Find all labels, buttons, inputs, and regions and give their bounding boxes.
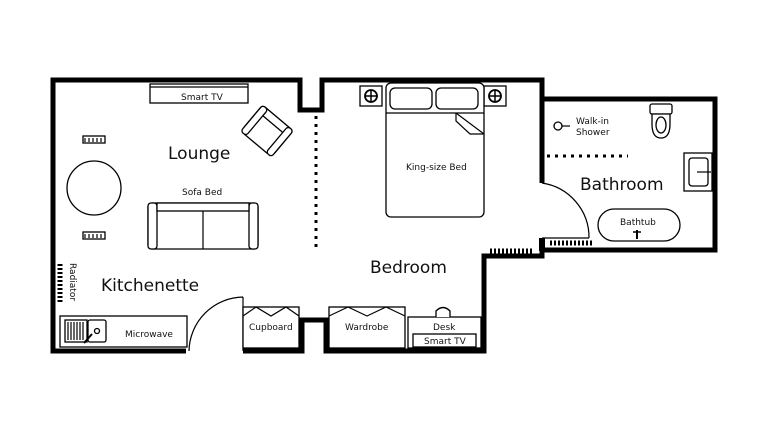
armchair	[241, 105, 293, 157]
shower-head: Walk-in Shower	[553, 117, 610, 138]
kitchen-counter: Microwave	[59, 315, 188, 348]
bathroom-wall-lower	[539, 238, 545, 251]
room-bathroom: Bathroom	[580, 175, 664, 195]
sofa-bed: Sofa Bed	[147, 188, 259, 250]
room-lounge: Lounge	[168, 144, 230, 164]
bathroom-door-swing[interactable]	[541, 182, 590, 239]
room-kitchenette: Kitchenette	[101, 276, 199, 296]
cupboard-label: Cupboard	[249, 323, 293, 333]
microwave-label: Microwave	[125, 330, 173, 340]
desk-label: Desk	[433, 323, 456, 333]
smart-tv-bottom-label: Smart TV	[424, 337, 467, 347]
sink-icon	[683, 152, 713, 192]
room-bedroom: Bedroom	[370, 258, 447, 278]
cupboard: Cupboard	[242, 306, 300, 349]
toilet-icon	[649, 103, 673, 139]
walk-in-shower-label-1: Walk-in	[576, 117, 609, 127]
bathtub: Bathtub	[597, 208, 681, 242]
entrance-door-gap	[186, 346, 243, 356]
king-size-bed: King-size Bed	[385, 82, 485, 218]
wardrobe: Wardrobe	[328, 306, 406, 349]
entrance-door-swing[interactable]	[188, 296, 244, 352]
nightstand-left	[359, 85, 383, 107]
smart-tv-top-label: Smart TV	[181, 93, 224, 103]
dining-table	[66, 135, 122, 240]
bathtub-label: Bathtub	[620, 218, 656, 228]
nightstand-right	[483, 85, 507, 107]
walk-in-shower-label-2: Shower	[576, 128, 610, 138]
smart-tv-top: Smart TV	[149, 83, 249, 104]
wardrobe-label: Wardrobe	[345, 323, 389, 333]
sofa-bed-label: Sofa Bed	[182, 188, 222, 198]
radiator-label: Radiator	[67, 263, 77, 301]
king-size-bed-label: King-size Bed	[406, 163, 467, 173]
desk: Desk Smart TV	[407, 306, 482, 349]
